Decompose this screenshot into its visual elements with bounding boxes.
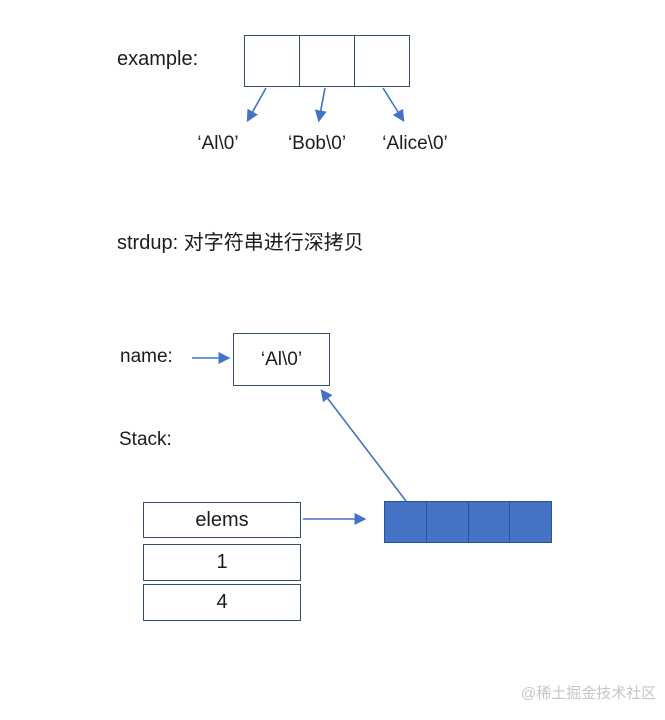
example-pointer-array xyxy=(244,35,410,87)
arrow-array-to-name-box xyxy=(320,389,407,502)
name-value-box: ‘Al\0’ xyxy=(233,333,330,386)
stack-field-alloc-length: 4 xyxy=(143,584,301,621)
watermark-text: @稀土掘金技术社区 xyxy=(521,685,657,702)
stack-label: Stack: xyxy=(119,429,172,450)
array-cell xyxy=(385,502,426,542)
array-cell xyxy=(299,36,354,86)
array-cell xyxy=(425,502,468,542)
stack-field-alloc-length-text: 4 xyxy=(216,591,228,613)
name-label: name: xyxy=(120,346,173,367)
array-cell xyxy=(509,502,551,542)
stack-field-logical-length-text: 1 xyxy=(216,551,228,573)
string-literal-bob: ‘Bob\0’ xyxy=(287,133,347,154)
name-value: ‘Al\0’ xyxy=(260,348,303,370)
strdup-note: strdup: 对字符串进行深拷贝 xyxy=(117,232,364,254)
array-cell xyxy=(245,36,299,86)
arrow-example-to-bob xyxy=(314,87,327,123)
array-cell xyxy=(467,502,510,542)
arrow-example-to-al xyxy=(246,87,267,123)
array-cell xyxy=(354,36,409,86)
stack-field-elems-text: elems xyxy=(195,508,249,531)
arrow-example-to-alice xyxy=(382,87,405,123)
example-label: example: xyxy=(117,48,199,70)
string-literal-al: ‘Al\0’ xyxy=(197,133,239,154)
stack-field-elems: elems xyxy=(143,502,301,538)
string-literal-alice: ‘Alice\0’ xyxy=(382,133,448,154)
stack-field-logical-length: 1 xyxy=(143,544,301,581)
heap-array xyxy=(384,501,552,543)
